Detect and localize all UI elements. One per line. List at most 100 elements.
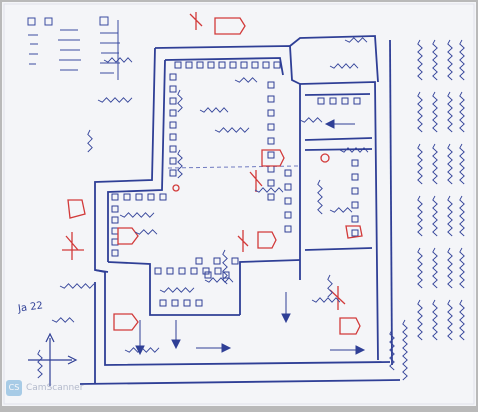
- house-square: [169, 145, 177, 153]
- camscanner-logo: CS: [6, 380, 22, 396]
- house-square: [169, 85, 177, 93]
- house-square: [169, 121, 177, 129]
- house-square: [231, 257, 239, 265]
- house-square: [214, 267, 222, 275]
- house-square: [159, 299, 167, 307]
- house-square: [166, 267, 174, 275]
- handwriting-stroke: [317, 179, 323, 215]
- house-square: [222, 271, 230, 279]
- handwriting-stroke: [432, 299, 438, 341]
- paper-sheet: [2, 2, 476, 406]
- house-square: [267, 95, 275, 103]
- handwriting-stroke: [214, 127, 250, 133]
- handwriting-stroke: [417, 247, 423, 289]
- handwriting-stroke: [432, 91, 438, 133]
- house-square: [178, 267, 186, 275]
- compass-rose: [28, 332, 78, 386]
- house-square: [218, 61, 226, 69]
- house-square: [169, 73, 177, 81]
- house-square: [147, 193, 155, 201]
- handwriting-stroke: [177, 89, 183, 113]
- house-markers: [111, 61, 361, 307]
- house-square: [111, 193, 119, 201]
- handwriting-stroke: [234, 77, 258, 83]
- handwriting-stroke: [254, 187, 284, 193]
- house-square: [317, 97, 325, 105]
- house-square: [240, 61, 248, 69]
- house-square: [111, 216, 119, 224]
- house-square: [169, 157, 177, 165]
- handwriting-stroke: [199, 107, 229, 113]
- house-square: [196, 61, 204, 69]
- house-square: [267, 109, 275, 117]
- handwriting-stroke: [432, 195, 438, 237]
- house-square: [351, 159, 359, 167]
- house-square: [123, 193, 131, 201]
- handwriting-stroke: [447, 39, 453, 81]
- handwriting-stroke: [447, 195, 453, 237]
- handwriting-stroke: [344, 37, 368, 43]
- handwriting-stroke: [459, 195, 465, 237]
- handwriting-stroke: [432, 39, 438, 81]
- handwriting-stroke: [329, 207, 353, 213]
- house-square: [213, 257, 221, 265]
- house-square: [190, 267, 198, 275]
- handwriting-stroke: [134, 229, 158, 235]
- handwriting-stroke: [432, 247, 438, 289]
- house-square: [229, 61, 237, 69]
- handwriting-stroke: [459, 39, 465, 81]
- handwriting-stroke: [447, 247, 453, 289]
- house-square: [202, 267, 210, 275]
- house-square: [351, 229, 359, 237]
- handwriting-stroke: [119, 212, 155, 218]
- handwriting-stroke: [459, 299, 465, 341]
- handwriting-stroke: [87, 129, 93, 153]
- handwriting-stroke: [432, 143, 438, 185]
- handwriting-stroke: [389, 329, 395, 371]
- house-square: [267, 179, 275, 187]
- house-square: [267, 137, 275, 145]
- house-square: [267, 81, 275, 89]
- house-square: [351, 215, 359, 223]
- handwriting-stroke: [339, 147, 369, 153]
- handwriting-stroke: [459, 91, 465, 133]
- handwriting-stroke: [329, 63, 359, 69]
- handwriting-stroke: [37, 349, 43, 379]
- house-square: [329, 97, 337, 105]
- house-square: [207, 61, 215, 69]
- handwriting-stroke: [402, 319, 408, 381]
- house-square: [174, 61, 182, 69]
- handwriting-stroke: [417, 91, 423, 133]
- house-square: [267, 123, 275, 131]
- handwriting-stroke: [417, 195, 423, 237]
- camscanner-brand: CamScanner: [26, 383, 84, 393]
- handwriting-stroke: [417, 39, 423, 81]
- house-square: [183, 299, 191, 307]
- handwriting-stroke: [51, 317, 75, 323]
- handwritten-annotations: [37, 37, 465, 381]
- house-square: [262, 61, 270, 69]
- house-square: [284, 197, 292, 205]
- house-square: [195, 299, 203, 307]
- house-square: [273, 61, 281, 69]
- house-square: [171, 299, 179, 307]
- handwriting-stroke: [311, 297, 341, 303]
- handwriting-stroke: [177, 149, 183, 179]
- house-square: [267, 193, 275, 201]
- house-square: [284, 183, 292, 191]
- map-legend: [27, 16, 120, 80]
- house-square: [111, 249, 119, 257]
- house-square: [353, 97, 361, 105]
- handwriting-stroke: [204, 277, 234, 283]
- house-square: [204, 271, 212, 279]
- house-square: [169, 169, 177, 177]
- house-square: [341, 97, 349, 105]
- house-square: [351, 201, 359, 209]
- house-square: [111, 205, 119, 213]
- house-square: [159, 193, 167, 201]
- house-square: [351, 173, 359, 181]
- house-square: [267, 151, 275, 159]
- house-square: [135, 193, 143, 201]
